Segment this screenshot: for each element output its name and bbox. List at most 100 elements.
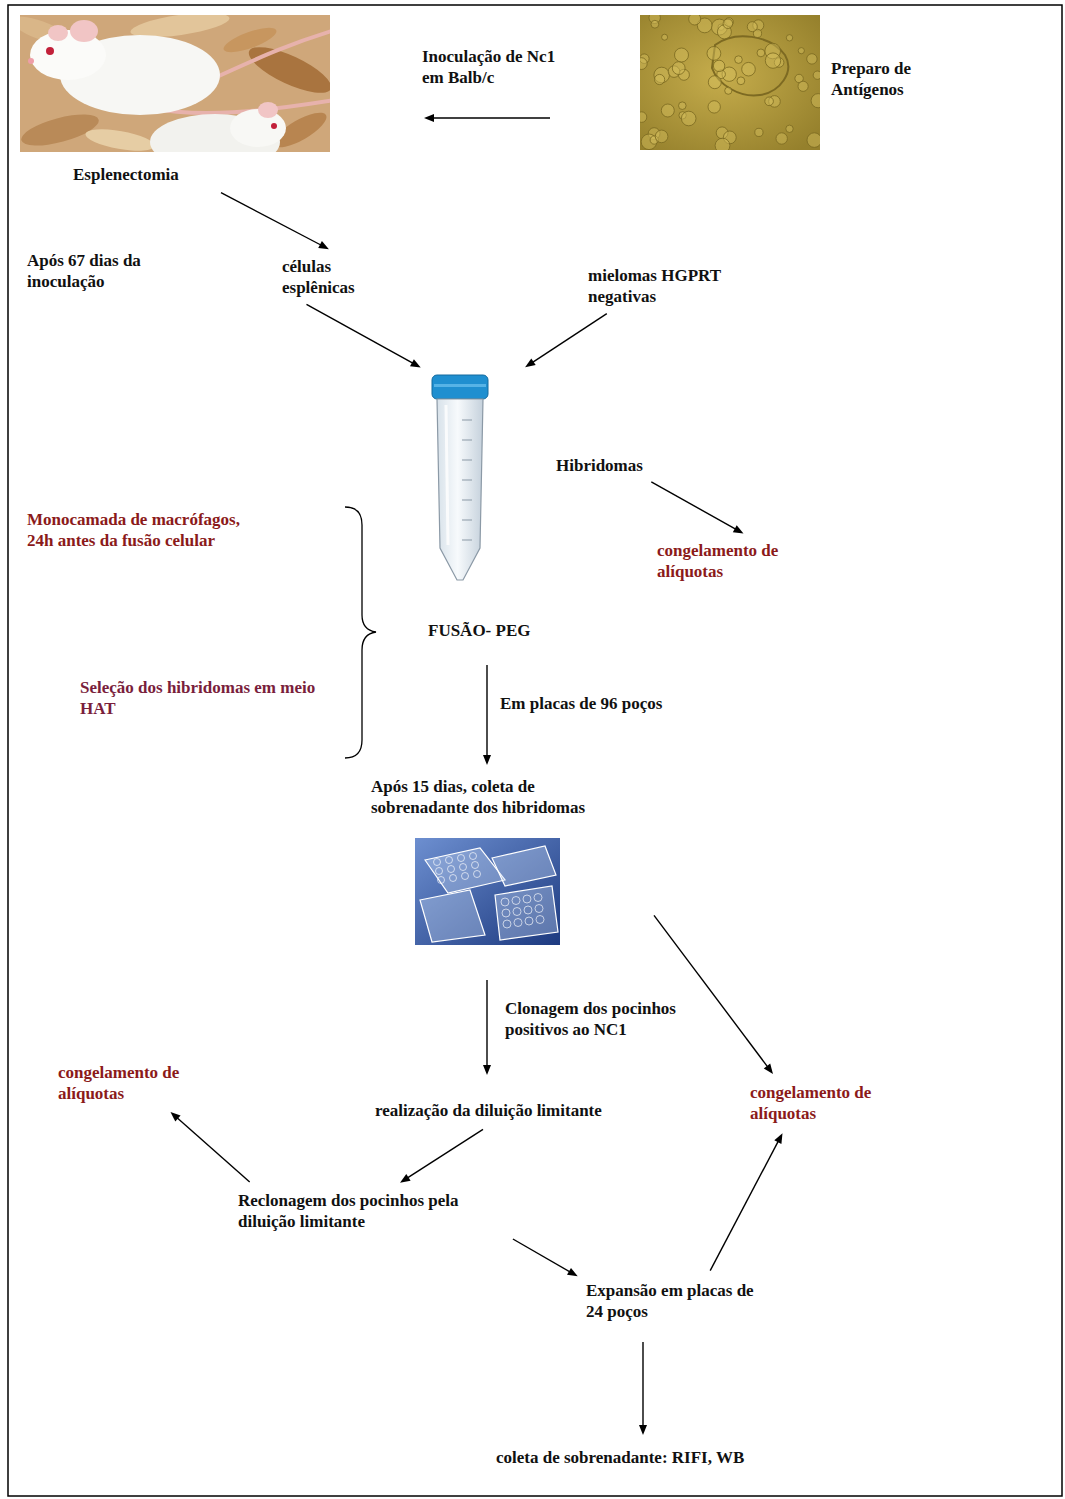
cell [811,94,820,108]
cell [765,97,774,106]
cell [655,130,668,143]
arrowhead [764,1064,773,1074]
arrowhead [483,1065,491,1075]
step-text: Expansão em placas de 24 poços [582,1276,770,1326]
node-text: Após 15 dias, coleta de sobrenadante dos… [371,776,626,818]
node-text: realização da diluição limitante [375,1100,602,1121]
note-label: Monocamada de macrófagos, 24h antes da f… [27,509,259,551]
cell [651,20,659,28]
connector [651,482,743,534]
node-text: células esplênicas [282,256,382,298]
centrifuge-tube-part [462,540,472,541]
node-text: congelamento de alíquotas [750,1082,900,1124]
well [434,859,441,866]
culture-plates-photo-part [425,848,505,893]
arrowhead [400,1174,411,1183]
connector [639,1342,647,1435]
connector-line [654,915,768,1067]
connector [424,114,550,122]
well [470,853,477,860]
well [474,871,481,878]
freeze-step: congelamento de alíquotas [746,1078,904,1128]
cell [662,34,668,40]
plate-wells [434,853,545,929]
connector-line [486,665,487,757]
cell [689,15,701,25]
cell [742,62,756,76]
well [448,866,455,873]
mouse-photo-part [48,25,68,41]
cell [813,71,820,79]
culture-plates-photo-part [415,838,560,945]
centrifuge-tube-part [446,405,448,545]
arrowhead [318,241,329,249]
cell [725,87,732,94]
edge-label: Em placas de 96 poços [500,693,662,714]
cell [679,102,687,110]
cell [708,76,721,89]
node-text: mielomas HGPRT negativas [588,265,723,307]
well [462,873,469,880]
well [446,857,453,864]
node-text: congelamento de alíquotas [58,1062,208,1104]
arrowhead [567,1268,578,1276]
arrowhead [424,114,434,122]
step-text: Reclonagem dos pocinhos pela diluição li… [234,1186,514,1236]
cell [640,112,647,123]
centrifuge-tube-part [462,520,472,521]
connector [525,314,607,368]
well [502,909,510,917]
plate-step: Após 15 dias, coleta de sobrenadante dos… [365,772,630,952]
well [534,894,542,902]
connector-line [221,193,322,246]
well [535,905,543,913]
centrifuge-tube-part [462,460,472,461]
cell [655,74,665,84]
connector [307,304,421,367]
cell [765,53,780,68]
step-text: Hibridomas [552,451,647,480]
centrifuge-tube-part [434,384,486,387]
centrifuge-tube-part [437,399,483,580]
node-text: Reclonagem dos pocinhos pela diluição li… [238,1190,510,1232]
connector-line [532,314,607,363]
note-label: Seleção dos hibridomas em meio HAT [80,677,322,719]
cell [640,58,647,70]
centrifuge-tube [432,375,488,580]
antigen-photo [640,15,820,150]
connector-line [177,1117,250,1182]
arrowhead [733,525,744,533]
connector [171,1112,250,1182]
connector-line [710,1140,779,1270]
cell [807,133,820,148]
culture-plates-photo-part [492,846,556,886]
cell [715,138,730,150]
connector-line [651,482,736,530]
cell [807,54,817,64]
connector [221,193,329,250]
connector-line [432,117,550,118]
cell [681,111,696,126]
centrifuge-tube-part [432,375,488,399]
photo-step: Preparo de Antígenos [638,12,948,154]
well [512,897,520,905]
cell [786,125,793,132]
well [525,917,533,925]
connector-line [513,1239,571,1272]
mouse-photo-part [70,20,98,42]
centrifuge-tube-part [462,480,472,481]
well [501,898,509,906]
cell [757,49,765,57]
node-text: Hibridomas [556,455,643,476]
well [450,875,457,882]
antigen-photo-part [640,15,820,150]
cell [672,62,685,75]
arrowhead [410,359,421,367]
culture-plates-photo-part [495,886,558,940]
cell [675,48,689,62]
cell [708,101,720,113]
cell [737,77,745,85]
well [536,916,544,924]
well [438,877,445,884]
connector [654,915,773,1074]
